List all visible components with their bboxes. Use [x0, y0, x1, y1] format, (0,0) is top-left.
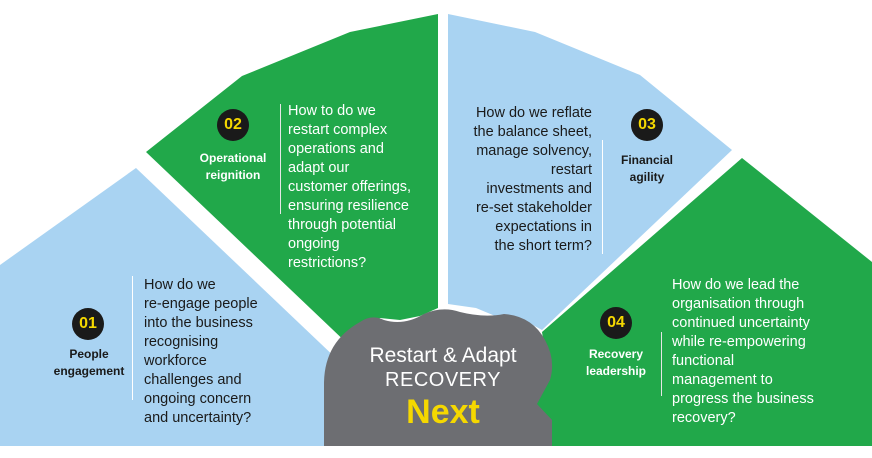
question-line: recognising	[144, 334, 219, 350]
question-line: How do we	[144, 277, 216, 293]
segment-recovery-leadership-bg	[532, 158, 872, 446]
segment-divider	[602, 140, 603, 254]
segment-title-line: engagement	[53, 364, 125, 378]
question-line: ongoing concern	[144, 391, 252, 407]
segment-title-people-engagement: People engagement	[34, 346, 144, 380]
hub-line-restart-adapt: Restart & Adapt	[369, 344, 517, 367]
segment-question-operational-reignition: How to do we restart complex operations …	[288, 102, 411, 273]
center-hub-label: Restart & Adapt RECOVERY Next	[340, 344, 546, 432]
question-line: ensuring resilience	[288, 198, 409, 214]
question-line: re-engage people	[144, 296, 258, 312]
segment-number-badge-03: 03	[631, 109, 663, 141]
question-line: investments and	[486, 181, 592, 197]
segment-title-line: agility	[629, 170, 665, 184]
question-line: continued uncertainty	[672, 315, 810, 331]
segment-title-line: People	[69, 347, 109, 361]
segment-operational-reignition-bg	[146, 14, 438, 348]
question-line: re-set stakeholder	[475, 200, 592, 216]
question-line: organisation through	[672, 296, 805, 312]
segment-divider	[661, 332, 662, 396]
question-line: the balance sheet,	[473, 124, 592, 140]
question-line: restart	[550, 162, 592, 178]
question-line: while re-empowering	[672, 334, 806, 350]
question-line: expectations in	[495, 219, 592, 235]
question-line: manage solvency,	[476, 143, 592, 159]
segment-question-people-engagement: How do we re-engage people into the busi…	[144, 276, 258, 428]
segment-title-financial-agility: Financial agility	[592, 152, 702, 186]
question-line: How do we lead the	[672, 277, 800, 293]
segment-number-badge-02: 02	[217, 109, 249, 141]
segment-title-line: Operational	[199, 151, 267, 165]
segment-title-operational-reignition: Operational reignition	[178, 150, 288, 184]
segment-question-financial-agility: How do we reflate the balance sheet, man…	[456, 104, 592, 256]
question-line: progress the business	[672, 391, 814, 407]
question-line: the short term?	[494, 238, 592, 254]
question-line: challenges and	[144, 372, 242, 388]
segment-title-line: leadership	[585, 364, 647, 378]
question-line: recovery?	[672, 410, 736, 426]
segment-title-recovery-leadership: Recovery leadership	[561, 346, 671, 380]
question-line: and uncertainty?	[144, 410, 252, 426]
hub-line-next: Next	[406, 393, 480, 431]
segment-people-engagement-bg	[0, 168, 340, 446]
segment-financial-agility-bg	[448, 14, 732, 330]
question-line: restart complex	[288, 122, 388, 138]
hub-line-recovery: RECOVERY	[385, 369, 501, 391]
segment-question-recovery-leadership: How do we lead the organisation through …	[672, 276, 814, 428]
question-line: ongoing	[288, 236, 340, 252]
question-line: How to do we	[288, 103, 376, 119]
segment-number-badge-04: 04	[600, 307, 632, 339]
segment-number-badge-01: 01	[72, 308, 104, 340]
question-line: adapt our	[288, 160, 350, 176]
question-line: into the business	[144, 315, 253, 331]
segment-title-line: Financial	[620, 153, 673, 167]
segment-title-line: Recovery	[588, 347, 644, 361]
question-line: through potential	[288, 217, 397, 233]
question-line: operations and	[288, 141, 384, 157]
question-line: functional	[672, 353, 735, 369]
question-line: workforce	[144, 353, 207, 369]
question-line: customer offerings,	[288, 179, 412, 195]
hub-shape	[324, 309, 553, 446]
segment-divider	[280, 104, 281, 214]
segment-title-line: reignition	[205, 168, 261, 182]
segment-divider	[132, 276, 133, 400]
question-line: restrictions?	[288, 255, 367, 271]
question-line: management to	[672, 372, 773, 388]
question-line: How do we reflate	[475, 105, 592, 121]
